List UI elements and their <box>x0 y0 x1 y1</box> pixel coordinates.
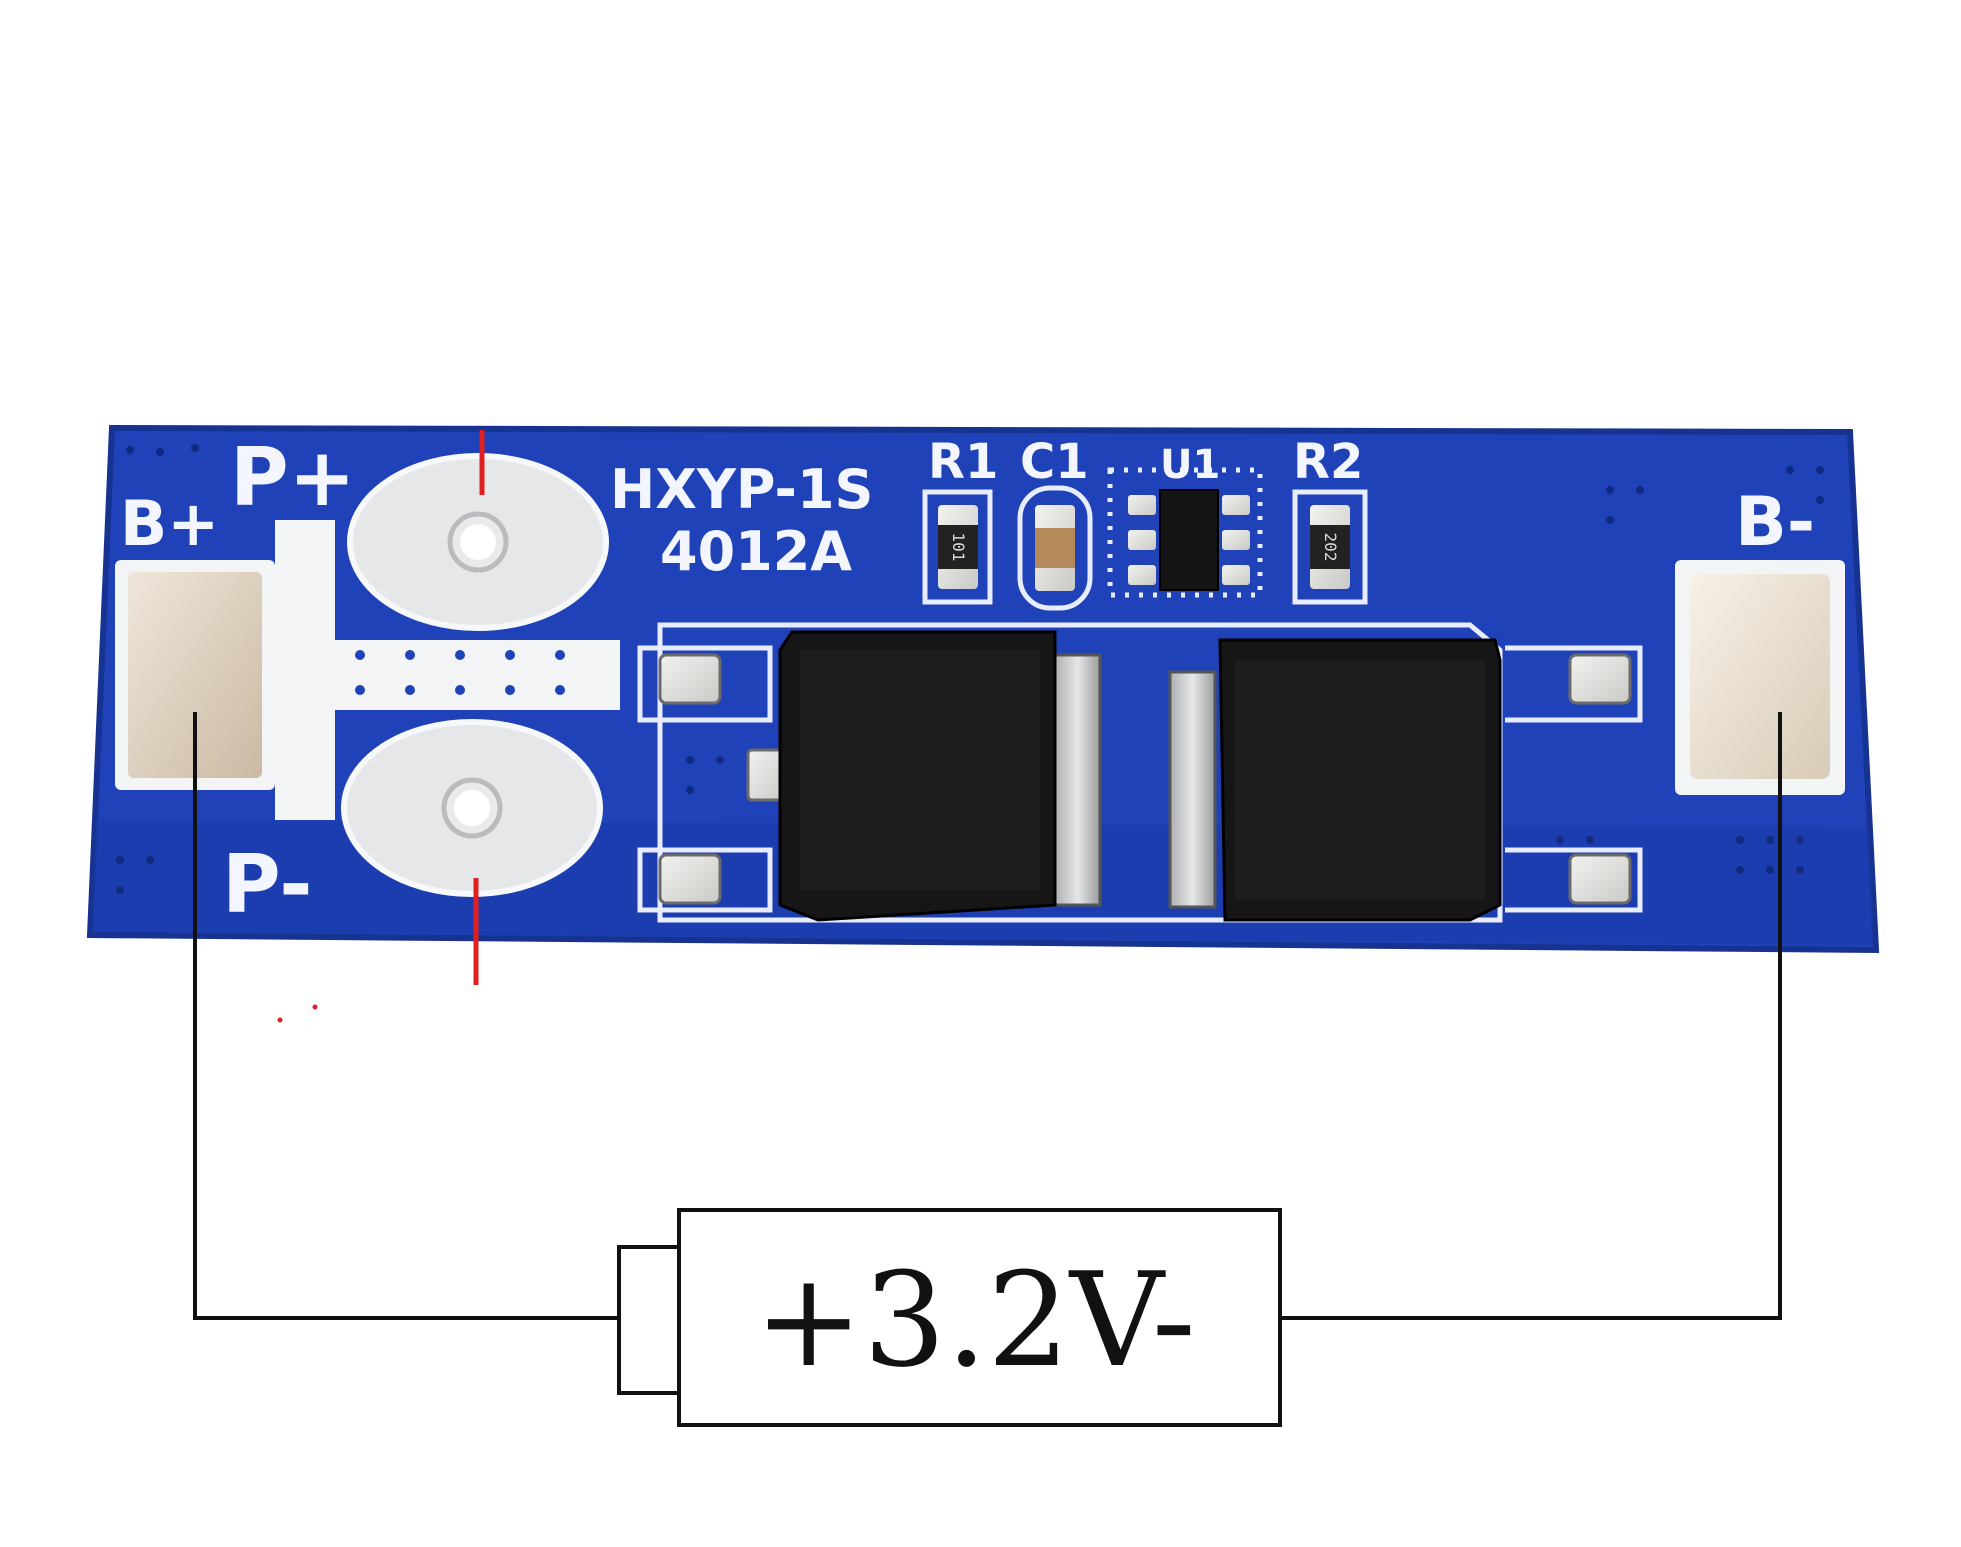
label-r1: R1 <box>928 434 998 490</box>
circuit-wires <box>193 712 1782 1320</box>
mosfet-pin <box>658 853 722 905</box>
label-c1: C1 <box>1020 434 1089 490</box>
battery-body <box>677 1208 1282 1427</box>
resistor-r2: 202 <box>1292 489 1368 605</box>
label-u1: U1 <box>1160 442 1220 488</box>
p-minus-pad <box>341 719 603 897</box>
label-b-plus: B+ <box>120 487 219 560</box>
board-model-line2: 4012A <box>660 520 852 583</box>
resistor-r1: 101 <box>922 489 993 605</box>
label-p-plus: P+ <box>230 431 356 524</box>
pcb-board: 101 202 B+ P+ P- B- <box>86 424 1880 954</box>
mosfet-right <box>1168 638 1502 922</box>
mosfet-pin <box>1568 853 1632 905</box>
label-b-minus: B- <box>1735 483 1815 562</box>
mosfet-left <box>778 630 1102 922</box>
copper-strip <box>275 520 335 820</box>
battery-voltage-label: +3.2V- <box>754 1244 1196 1396</box>
mosfet-pin <box>1568 653 1632 705</box>
r1-code: 101 <box>949 533 968 562</box>
board-model-line1: HXYP-1S <box>610 458 873 521</box>
mosfet-pin <box>658 653 722 705</box>
b-plus-pad <box>115 560 275 790</box>
via-dots <box>116 444 1824 894</box>
battery-terminal-nub <box>617 1245 681 1395</box>
p-plus-pad <box>347 453 609 631</box>
capacitor-c1 <box>1017 485 1093 611</box>
label-r2: R2 <box>1293 434 1363 490</box>
r2-code: 202 <box>1321 533 1340 562</box>
ic-u1 <box>1107 467 1263 598</box>
battery-symbol: +3.2V- <box>617 1208 1282 1427</box>
b-minus-pad <box>1675 560 1845 795</box>
label-p-minus: P- <box>222 838 312 931</box>
